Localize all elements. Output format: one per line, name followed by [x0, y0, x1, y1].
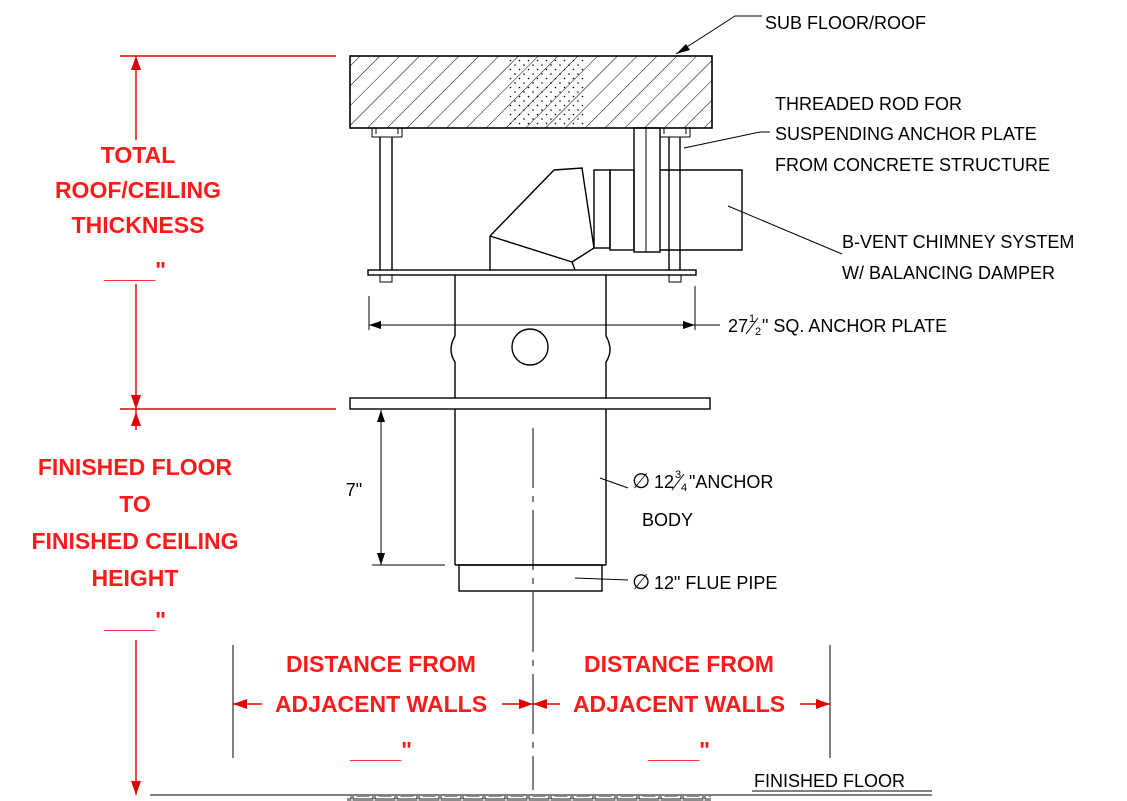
svg-text:ROOF/CEILING: ROOF/CEILING	[55, 177, 221, 203]
wall-distance-lines	[232, 645, 831, 758]
svg-text:THICKNESS: THICKNESS	[72, 212, 205, 238]
floor-to-ceiling-label: FINISHED FLOOR TO FINISHED CEILING HEIGH…	[31, 454, 238, 633]
svg-text:BODY: BODY	[642, 510, 693, 530]
anchor-plate-label: 27 1 2 " SQ. ANCHOR PLATE	[728, 313, 947, 338]
ceiling-trim-plate	[349, 397, 711, 410]
threaded-rods	[371, 128, 691, 283]
seven-inch-label: 7"	[346, 480, 362, 500]
svg-text:ADJACENT WALLS: ADJACENT WALLS	[275, 691, 487, 717]
svg-text:FINISHED FLOOR: FINISHED FLOOR	[38, 454, 233, 480]
svg-text:27: 27	[728, 316, 748, 336]
anchor-body-leader	[599, 477, 629, 489]
sub-floor-slab	[349, 55, 713, 129]
height-dimension-lines	[120, 55, 336, 795]
svg-text:" SQ. ANCHOR PLATE: " SQ. ANCHOR PLATE	[762, 316, 947, 336]
svg-text:DISTANCE FROM: DISTANCE FROM	[286, 651, 476, 677]
svg-text:ADJACENT WALLS: ADJACENT WALLS	[573, 691, 785, 717]
distance-right-label: DISTANCE FROM ADJACENT WALLS ____"	[573, 651, 785, 763]
svg-text:∅: ∅	[632, 470, 650, 493]
distance-left-label: DISTANCE FROM ADJACENT WALLS ____"	[275, 651, 487, 763]
threaded-rod-leader	[683, 131, 770, 149]
svg-text:____": ____"	[349, 737, 412, 763]
svg-text:TOTAL: TOTAL	[101, 142, 176, 168]
svg-text:____": ____"	[647, 737, 710, 763]
anchor-body-label: ∅ 12 3 4 "ANCHOR BODY	[632, 469, 773, 530]
svg-text:3: 3	[675, 469, 681, 481]
b-vent-chimney	[489, 127, 743, 271]
svg-text:HEIGHT: HEIGHT	[92, 565, 179, 591]
svg-text:1: 1	[749, 313, 755, 325]
seven-inch-dimension	[372, 410, 445, 566]
threaded-rod-label-2: SUSPENDING ANCHOR PLATE	[775, 124, 1037, 144]
svg-text:2: 2	[755, 326, 761, 338]
svg-text:FINISHED CEILING: FINISHED CEILING	[31, 528, 238, 554]
anchor-body-lower	[454, 409, 607, 566]
svg-text:12: 12	[654, 472, 674, 492]
threaded-rod-label-1: THREADED ROD FOR	[775, 94, 962, 114]
anchor-plate	[367, 269, 697, 276]
anchor-body-upper	[450, 275, 611, 398]
svg-text:____": ____"	[103, 257, 166, 283]
b-vent-label-1: B-VENT CHIMNEY SYSTEM	[842, 232, 1074, 252]
anchor-plate-dimension	[368, 286, 720, 330]
total-thickness-label: TOTAL ROOF/CEILING THICKNESS ____"	[55, 142, 221, 283]
svg-text:"ANCHOR: "ANCHOR	[689, 472, 773, 492]
svg-text:____": ____"	[103, 607, 166, 633]
flue-pipe-label: ∅ 12" FLUE PIPE	[632, 571, 777, 594]
svg-text:DISTANCE FROM: DISTANCE FROM	[584, 651, 774, 677]
flue-pipe	[458, 564, 603, 592]
sub-floor-leader	[675, 15, 762, 55]
finished-floor	[150, 794, 932, 801]
svg-text:4: 4	[681, 482, 687, 494]
finished-floor-label: FINISHED FLOOR	[754, 771, 905, 791]
svg-text:TO: TO	[119, 491, 151, 517]
b-vent-leader	[727, 205, 843, 255]
flue-pipe-leader	[574, 577, 629, 581]
svg-text:12" FLUE PIPE: 12" FLUE PIPE	[654, 573, 777, 593]
sub-floor-label: SUB FLOOR/ROOF	[765, 13, 926, 33]
b-vent-label-2: W/ BALANCING DAMPER	[842, 263, 1055, 283]
threaded-rod-label-3: FROM CONCRETE STRUCTURE	[775, 155, 1050, 175]
svg-text:∅: ∅	[632, 571, 650, 594]
